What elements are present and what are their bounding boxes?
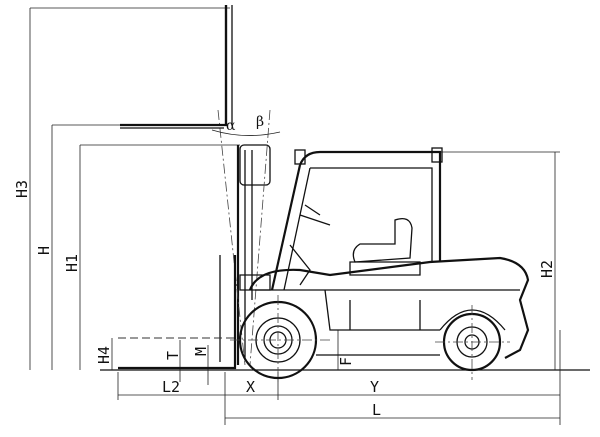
label-F: F (337, 357, 355, 366)
label-H2: H2 (538, 260, 556, 278)
tilt-arc (211, 129, 281, 136)
label-H: H (35, 246, 53, 255)
label-L2: L2 (162, 378, 180, 396)
seat (349, 217, 421, 276)
mast (217, 5, 271, 366)
label-X: X (246, 378, 255, 396)
forks (118, 5, 237, 370)
label-H1: H1 (63, 254, 81, 272)
label-alpha: α (226, 118, 236, 134)
label-H4: H4 (95, 346, 113, 364)
rear-wheel (435, 305, 510, 380)
label-L: L (372, 401, 381, 419)
label-M: M (192, 347, 210, 356)
body (239, 256, 530, 359)
label-Y: Y (370, 378, 379, 396)
overhead-guard (270, 147, 443, 291)
label-T: T (164, 351, 182, 360)
front-wheel (230, 295, 330, 385)
label-beta: β (256, 114, 264, 130)
dimension-lines (29, 7, 561, 425)
label-H3: H3 (13, 180, 31, 198)
